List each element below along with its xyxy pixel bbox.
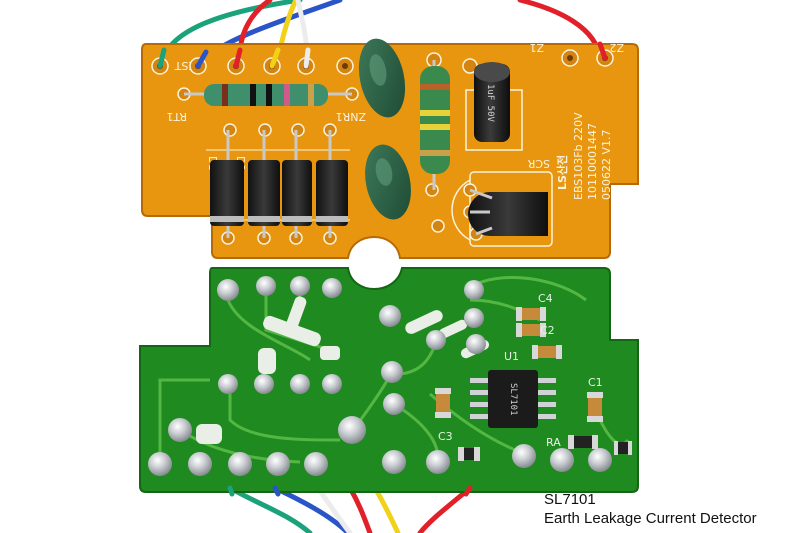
electrolytic-capacitor: 1uF 50V — [474, 62, 510, 142]
cap-c1 — [587, 392, 603, 422]
resistor-right — [614, 441, 632, 455]
cap-c3 — [435, 388, 451, 418]
cap-c2 — [516, 323, 546, 337]
wire-red-bottom-right — [417, 485, 473, 533]
label-serial: 10110001447 — [586, 123, 599, 200]
label-part: EBS103Fb 220V — [572, 112, 585, 200]
scr-transistor — [468, 188, 548, 236]
varistor-znr1 — [358, 38, 406, 118]
varistor-lower — [365, 144, 411, 220]
cap-marking: 1uF 50V — [485, 84, 495, 123]
smd-small — [458, 447, 480, 461]
label-z1: Z1 — [529, 41, 544, 54]
wire-red-bottom-left — [347, 485, 373, 533]
wire-yellow-bottom — [372, 485, 401, 533]
bottom-board: SL7101 C4 C2 U1 C1 C3 RA — [139, 267, 639, 497]
top-wire-ends — [157, 41, 608, 69]
bottom-wire-ends — [227, 485, 473, 497]
bottom-solder-joints — [148, 276, 612, 476]
resistor-rt1 — [184, 84, 352, 106]
label-scr: SCR — [527, 157, 550, 170]
label-c1: C1 — [588, 376, 603, 389]
label-u1: U1 — [504, 350, 519, 363]
inductor — [420, 60, 450, 190]
bottom-silk-marks — [196, 296, 490, 444]
top-board: TEST RT1 ZNR1 Z1 Z2 SCR D3 D1 LS산전 EBS10… — [141, 38, 639, 259]
label-z2: Z2 — [609, 41, 624, 54]
label-brand: LS산전 — [555, 155, 569, 190]
smd-components — [435, 307, 632, 461]
label-c2: C2 — [540, 324, 555, 337]
top-board-pads — [151, 49, 614, 245]
diode-2 — [248, 130, 280, 238]
bottom-wires — [227, 485, 473, 533]
diode-3 — [282, 130, 312, 238]
label-znr1: ZNR1 — [336, 110, 366, 123]
wire-green-bottom — [227, 485, 313, 533]
label-version: 050622 V1.7 — [600, 129, 613, 200]
scr-silk-arc — [451, 179, 471, 241]
label-c4: C4 — [538, 292, 553, 305]
caption-description: Earth Leakage Current Detector — [544, 510, 757, 527]
wire-blue-bottom — [272, 485, 351, 533]
label-ra: RA — [546, 436, 561, 449]
chip-marking: SL7101 — [508, 383, 518, 416]
label-rt1: RT1 — [166, 110, 187, 123]
ic-u1: SL7101 — [470, 370, 556, 428]
diode-1 — [210, 130, 244, 238]
brand-block: LS산전 EBS103Fb 220V 10110001447 050622 V1… — [555, 112, 613, 200]
cap-near-u1 — [532, 345, 562, 359]
label-c3: C3 — [438, 430, 453, 443]
resistor-ra — [568, 435, 598, 449]
cap-c4 — [516, 307, 546, 321]
wire-white-bottom — [315, 485, 353, 533]
caption-model: SL7101 — [544, 491, 596, 508]
diodes — [210, 130, 348, 238]
diode-4 — [316, 130, 348, 238]
